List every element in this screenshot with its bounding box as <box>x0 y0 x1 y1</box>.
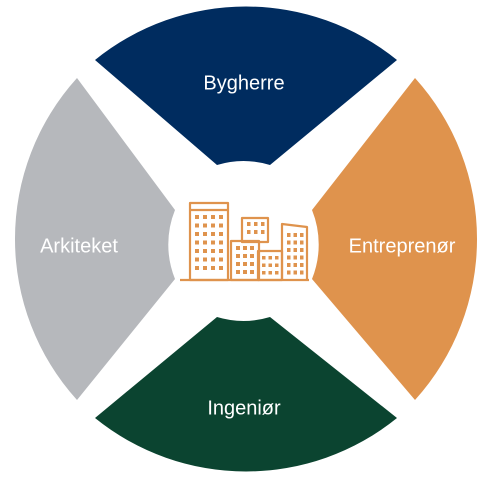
window <box>261 230 265 234</box>
window <box>195 249 199 253</box>
window <box>211 249 215 253</box>
buildings-icon <box>180 201 309 282</box>
window <box>262 256 266 260</box>
window <box>243 270 247 274</box>
window <box>195 215 199 219</box>
window <box>287 270 291 275</box>
segment-ingenior <box>95 317 397 472</box>
window <box>287 240 291 245</box>
window <box>262 263 266 267</box>
window <box>195 266 199 270</box>
window <box>275 263 279 267</box>
window <box>247 230 251 234</box>
window <box>261 222 265 226</box>
window <box>287 263 291 267</box>
window <box>287 248 291 252</box>
window <box>211 240 215 245</box>
window <box>243 262 247 266</box>
window <box>300 240 304 245</box>
window <box>203 249 207 253</box>
window <box>219 249 223 253</box>
window <box>254 222 258 226</box>
window <box>300 248 304 252</box>
window <box>211 232 215 236</box>
window <box>300 270 304 275</box>
window <box>275 256 279 260</box>
window <box>211 223 215 228</box>
window <box>247 222 251 226</box>
window <box>219 223 223 228</box>
window <box>195 223 199 228</box>
segment-entreprenor <box>312 78 478 400</box>
window <box>293 248 297 252</box>
window <box>287 255 291 260</box>
window <box>287 233 291 237</box>
window <box>203 240 207 245</box>
window <box>211 215 215 219</box>
window <box>211 257 215 262</box>
window <box>262 271 266 275</box>
label-arkiteket: Arkiteket <box>40 235 118 257</box>
label-bygherre: Bygherre <box>203 72 284 94</box>
window <box>300 263 304 267</box>
window <box>195 240 199 245</box>
window <box>254 230 258 234</box>
window <box>219 266 223 270</box>
window <box>293 255 297 260</box>
window <box>243 254 247 258</box>
window <box>268 263 272 267</box>
segment-bygherre <box>95 6 397 165</box>
window <box>243 246 247 250</box>
window <box>195 257 199 262</box>
window <box>203 223 207 228</box>
segment-arkiteket <box>14 78 175 400</box>
window <box>236 262 240 266</box>
window <box>268 271 272 275</box>
window <box>219 232 223 236</box>
window <box>219 240 223 245</box>
window <box>300 255 304 260</box>
window <box>211 266 215 270</box>
window <box>293 240 297 245</box>
window <box>250 270 254 274</box>
window <box>250 254 254 258</box>
window <box>250 262 254 266</box>
window <box>236 246 240 250</box>
window <box>203 232 207 236</box>
window <box>203 215 207 219</box>
window <box>293 233 297 237</box>
label-entreprenor: Entreprenør <box>349 235 456 257</box>
window <box>300 233 304 237</box>
window <box>195 232 199 236</box>
window <box>293 263 297 267</box>
window <box>236 270 240 274</box>
window <box>268 256 272 260</box>
window <box>203 266 207 270</box>
window <box>250 246 254 250</box>
window <box>203 257 207 262</box>
window <box>219 215 223 219</box>
window <box>293 270 297 275</box>
window <box>219 257 223 262</box>
label-ingenior: Ingeniør <box>207 397 281 419</box>
window <box>275 271 279 275</box>
window <box>236 254 240 258</box>
